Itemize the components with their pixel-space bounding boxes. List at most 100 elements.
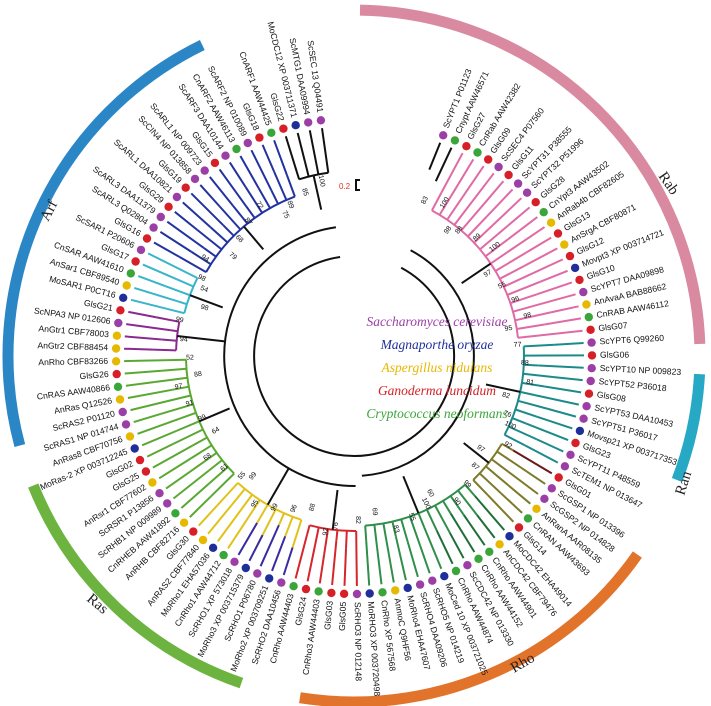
- branch: [485, 465, 497, 476]
- bootstrap-value: 68: [202, 452, 212, 462]
- species-dot: [546, 218, 556, 227]
- branch: [142, 263, 178, 281]
- species-dot: [172, 192, 182, 202]
- branch: [457, 489, 478, 516]
- species-dot: [531, 198, 540, 207]
- branch: [391, 521, 397, 537]
- branch: [438, 183, 460, 216]
- branch: [506, 226, 546, 254]
- bootstrap-value: 61: [219, 463, 230, 473]
- branch: [460, 202, 486, 232]
- species-dot: [560, 462, 570, 471]
- branch: [124, 335, 162, 341]
- species-dot: [439, 131, 448, 140]
- species-dot: [378, 588, 387, 597]
- species-dot: [118, 407, 127, 417]
- branch: [266, 467, 290, 506]
- family-arc-ran: [671, 373, 705, 482]
- species-dot: [474, 554, 483, 563]
- branch: [315, 166, 320, 175]
- branch: [165, 471, 191, 490]
- species-dot: [289, 582, 298, 591]
- bootstrap-value: 99: [248, 471, 258, 482]
- species-dot: [582, 402, 591, 411]
- branch: [182, 201, 212, 228]
- backbone-arc: [223, 226, 356, 488]
- species-dot: [163, 499, 172, 508]
- branch: [282, 547, 294, 576]
- bootstrap-value: 89: [285, 200, 295, 210]
- branch: [485, 383, 521, 393]
- branch: [387, 553, 395, 583]
- tip-label: ScYPT6 Q99260: [599, 333, 664, 347]
- species-dot: [566, 450, 575, 459]
- branch: [190, 251, 212, 266]
- branch: [331, 489, 339, 530]
- branch: [243, 225, 265, 251]
- branch: [306, 525, 311, 536]
- branch: [261, 508, 277, 536]
- branch: [189, 496, 212, 518]
- species-dot: [415, 580, 425, 589]
- branch: [331, 540, 338, 586]
- branch: [462, 514, 486, 546]
- legend-item-1: Magnaporthe oryzae: [380, 337, 494, 352]
- species-dot: [579, 414, 588, 423]
- branch: [425, 509, 438, 531]
- species-dot: [189, 527, 198, 536]
- branch: [517, 399, 549, 410]
- species-dot: [582, 300, 591, 309]
- branch: [187, 272, 198, 279]
- branch: [216, 517, 236, 542]
- branch: [296, 132, 306, 162]
- species-dot: [513, 179, 523, 188]
- species-dot: [253, 569, 262, 578]
- branch: [496, 450, 522, 469]
- species-legend: Saccharomyces cerevisiae Magnaporthe ory…: [366, 314, 507, 421]
- branch: [153, 241, 180, 258]
- branch: [519, 390, 536, 397]
- species-dot: [316, 116, 326, 125]
- species-dot: [164, 202, 173, 211]
- branch: [499, 264, 526, 280]
- branch: [285, 174, 296, 197]
- bootstrap-value: 88: [308, 503, 317, 512]
- species-dot: [230, 557, 239, 566]
- branch: [483, 180, 505, 204]
- branch: [273, 139, 288, 176]
- branch: [534, 394, 580, 406]
- species-dot: [190, 174, 200, 184]
- branch: [408, 516, 422, 547]
- bootstrap-value: 76: [332, 522, 340, 531]
- species-dot: [339, 589, 349, 598]
- branch: [284, 516, 294, 537]
- branch: [511, 417, 527, 425]
- bootstrap-value: 99: [175, 316, 184, 324]
- species-dot: [200, 166, 209, 175]
- tip-label: ScRHO3 NP 012148: [353, 602, 364, 681]
- species-dot: [111, 357, 121, 366]
- branch: [457, 158, 475, 185]
- branch: [479, 472, 502, 494]
- species-dot: [114, 318, 123, 328]
- bootstrap-value: 94: [180, 336, 188, 344]
- bootstrap-value: 87: [243, 217, 253, 228]
- bootstrap-value: 55: [497, 281, 507, 291]
- species-dot: [587, 364, 596, 373]
- branch: [504, 433, 526, 447]
- species-dot: [365, 589, 374, 598]
- branch: [419, 545, 431, 574]
- branch: [406, 541, 419, 578]
- species-dot: [291, 121, 300, 130]
- species-dot: [112, 369, 121, 379]
- bootstrap-value: 77: [514, 341, 522, 348]
- branch: [486, 188, 514, 217]
- species-dot: [155, 489, 164, 498]
- species-dot: [131, 257, 140, 266]
- species-dot: [304, 118, 313, 127]
- branch: [161, 367, 187, 372]
- branch: [153, 348, 177, 352]
- branch: [435, 529, 454, 565]
- tip-label: GlsG08: [596, 389, 627, 404]
